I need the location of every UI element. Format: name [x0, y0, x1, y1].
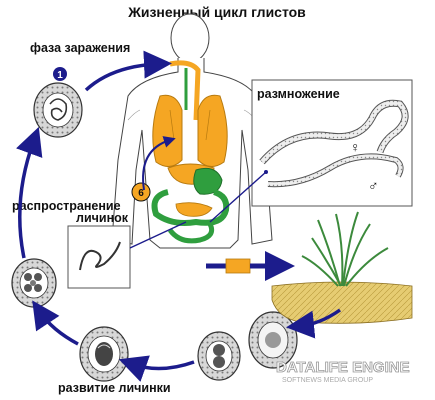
diagram-title: Жизненный цикл глистов: [127, 4, 306, 20]
intestines: [151, 189, 230, 244]
egg-stage-infective: [33, 82, 83, 138]
grass-tuft: [301, 211, 389, 287]
cycle-arrow-soil-to-eggs: [286, 308, 342, 339]
human-figure: [111, 13, 273, 249]
watermark-sub: SOFTNEWS MEDIA GROUP: [282, 377, 373, 384]
egg-stage-developing: [79, 326, 129, 382]
reproduction-inset: размножение ♀ ♂: [251, 79, 413, 207]
excretion-arrow: [206, 251, 295, 281]
watermark-main: DATALIFE ENGINE: [276, 359, 410, 376]
oesophagus: [169, 60, 201, 121]
larva-development-label: развитие личинки: [58, 381, 171, 395]
step-one-badge: 1: [53, 67, 67, 81]
cycle-arrow-up-left: [16, 126, 43, 259]
inset-pointer-line: [209, 171, 267, 223]
reproduction-label: размножение: [257, 87, 340, 101]
soil: [271, 281, 413, 324]
egg-stage-fresh: [248, 311, 298, 369]
male-symbol: ♂: [368, 177, 379, 193]
larva-pointer-line: [129, 221, 187, 249]
cycle-arrow-to-mouth: [84, 50, 172, 92]
larvae-spread-label-line1: распространение: [12, 199, 121, 213]
step-six-label: 6: [138, 188, 144, 199]
larva-drawing: [79, 241, 121, 271]
step-six-badge: 6: [131, 182, 151, 202]
left-lung: [152, 94, 183, 167]
egg-stage-two-cell: [197, 331, 241, 381]
right-lung: [197, 94, 228, 167]
female-symbol: ♀: [350, 139, 361, 155]
larvae-spread-label-line2: личинок: [76, 211, 129, 225]
infection-phase-label: фаза заражения: [30, 41, 130, 55]
cycle-arrow-to-segmenting: [32, 300, 79, 346]
life-cycle-arrows: [16, 50, 342, 382]
cycle-arrow-to-developing: [118, 355, 195, 382]
step-one-label: 1: [57, 70, 63, 81]
soil-and-grass: [271, 211, 413, 324]
larvae-path-arrow: [142, 136, 176, 191]
larva-inset: [67, 225, 131, 289]
egg-stage-segmenting: [11, 258, 57, 308]
